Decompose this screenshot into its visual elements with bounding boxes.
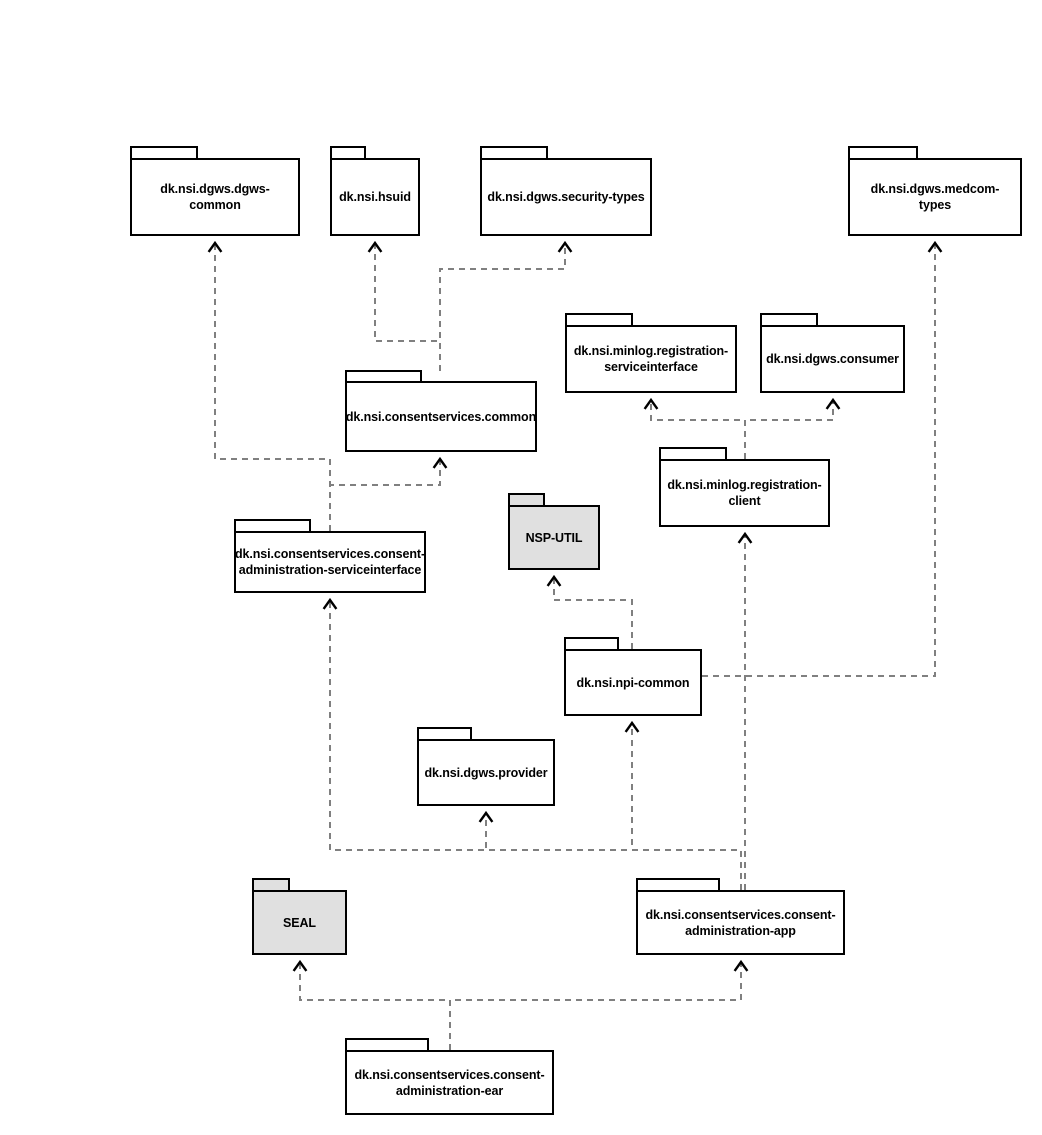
package-label-consent-admin-ear: dk.nsi.consentservices.consent- administ…: [354, 1067, 545, 1098]
package-tab-consent-admin-serviceinterface: [234, 519, 311, 533]
package-body-consentservices-common: dk.nsi.consentservices.common: [345, 381, 537, 452]
dependency-edge-dep-ear-to-seal: [292, 959, 451, 1050]
package-npi-common[interactable]: dk.nsi.npi-common: [564, 637, 702, 716]
dependency-line: [449, 962, 742, 1050]
package-tab-dgws-provider: [417, 727, 472, 741]
package-consentservices-common[interactable]: dk.nsi.consentservices.common: [345, 370, 537, 452]
dependency-arrowhead: [292, 959, 308, 972]
package-label-consentservices-common: dk.nsi.consentservices.common: [345, 409, 537, 424]
package-dgws-consumer[interactable]: dk.nsi.dgws.consumer: [760, 313, 905, 393]
package-label-minlog-serviceinterface: dk.nsi.minlog.registration- serviceinter…: [573, 344, 729, 374]
package-tab-consent-admin-app: [636, 878, 720, 892]
dependency-arrowhead: [478, 810, 494, 823]
package-minlog-serviceinterface[interactable]: dk.nsi.minlog.registration- serviceinter…: [565, 313, 737, 393]
package-body-minlog-client: dk.nsi.minlog.registration- client: [659, 459, 830, 527]
package-minlog-client[interactable]: dk.nsi.minlog.registration- client: [659, 447, 830, 527]
dependency-arrowhead: [927, 240, 943, 253]
package-label-npi-common: dk.nsi.npi-common: [576, 675, 690, 690]
package-label-dgws-provider: dk.nsi.dgws.provider: [424, 765, 548, 780]
package-tab-consent-admin-ear: [345, 1038, 429, 1052]
package-tab-minlog-client: [659, 447, 727, 461]
dependency-line: [631, 723, 742, 890]
package-seal[interactable]: SEAL: [252, 878, 347, 955]
package-label-minlog-client: dk.nsi.minlog.registration- client: [667, 478, 822, 508]
dependency-arrowhead: [737, 531, 753, 544]
dependency-arrowhead: [557, 240, 573, 253]
dependency-line: [214, 243, 331, 531]
package-dgws-common[interactable]: dk.nsi.dgws.dgws-common: [130, 146, 300, 236]
package-label-seal: SEAL: [283, 915, 316, 930]
dependency-arrowhead: [643, 397, 659, 410]
dependency-arrowhead: [432, 456, 448, 469]
package-label-security-types: dk.nsi.dgws.security-types: [487, 190, 645, 204]
package-consent-admin-serviceinterface[interactable]: dk.nsi.consentservices.consent- administ…: [234, 519, 426, 593]
dependency-arrowhead: [733, 959, 749, 972]
dependency-line: [299, 962, 451, 1050]
package-body-consent-admin-ear: dk.nsi.consentservices.consent- administ…: [345, 1050, 554, 1115]
package-tab-dgws-consumer: [760, 313, 818, 327]
package-body-seal: SEAL: [252, 890, 347, 955]
package-tab-minlog-serviceinterface: [565, 313, 633, 327]
dependency-edge-dep-consentcommon-to-security: [439, 240, 573, 371]
package-consent-admin-app[interactable]: dk.nsi.consentservices.consent- administ…: [636, 878, 845, 955]
dependency-arrowhead: [367, 240, 383, 253]
dependency-arrowhead: [207, 240, 223, 253]
package-body-medcom-types: dk.nsi.dgws.medcom-types: [848, 158, 1022, 236]
package-label-consent-admin-app: dk.nsi.consentservices.consent- administ…: [645, 907, 836, 938]
package-security-types[interactable]: dk.nsi.dgws.security-types: [480, 146, 652, 236]
dependency-arrowhead: [825, 397, 841, 410]
package-body-consent-admin-serviceinterface: dk.nsi.consentservices.consent- administ…: [234, 531, 426, 593]
package-body-consent-admin-app: dk.nsi.consentservices.consent- administ…: [636, 890, 845, 955]
package-tab-medcom-types: [848, 146, 918, 160]
package-consent-admin-ear[interactable]: dk.nsi.consentservices.consent- administ…: [345, 1038, 554, 1115]
dependency-edge-dep-app-to-npicommon: [624, 720, 742, 890]
package-tab-security-types: [480, 146, 548, 160]
dependency-edge-dep-ear-to-app: [449, 959, 749, 1050]
dependency-arrowhead: [546, 574, 562, 587]
package-body-nsp-util: NSP-UTIL: [508, 505, 600, 570]
package-nsp-util[interactable]: NSP-UTIL: [508, 493, 600, 570]
package-body-dgws-consumer: dk.nsi.dgws.consumer: [760, 325, 905, 393]
package-label-hsuid: dk.nsi.hsuid: [339, 190, 411, 204]
package-label-nsp-util: NSP-UTIL: [525, 530, 583, 545]
package-tab-dgws-common: [130, 146, 198, 160]
dependency-edge-dep-app-to-minlogclient: [737, 531, 753, 890]
package-body-security-types: dk.nsi.dgws.security-types: [480, 158, 652, 236]
dependency-line: [439, 243, 566, 371]
dependency-edge-dep-consentcommon-to-hsuid: [367, 240, 441, 371]
package-label-dgws-consumer: dk.nsi.dgws.consumer: [766, 352, 899, 366]
package-hsuid[interactable]: dk.nsi.hsuid: [330, 146, 420, 236]
package-body-dgws-common: dk.nsi.dgws.dgws-common: [130, 158, 300, 236]
package-label-dgws-common: dk.nsi.dgws.dgws-common: [160, 182, 270, 212]
package-body-npi-common: dk.nsi.npi-common: [564, 649, 702, 716]
package-tab-seal: [252, 878, 290, 892]
package-tab-npi-common: [564, 637, 619, 651]
dependency-arrowhead: [624, 720, 640, 733]
package-tab-consentservices-common: [345, 370, 422, 383]
package-body-hsuid: dk.nsi.hsuid: [330, 158, 420, 236]
package-label-consent-admin-serviceinterface: dk.nsi.consentservices.consent- administ…: [234, 547, 426, 577]
package-tab-hsuid: [330, 146, 366, 160]
package-dgws-provider[interactable]: dk.nsi.dgws.provider: [417, 727, 555, 806]
dependency-edge-dep-common-to-dgws-common: [207, 240, 331, 531]
package-medcom-types[interactable]: dk.nsi.dgws.medcom-types: [848, 146, 1022, 236]
package-body-dgws-provider: dk.nsi.dgws.provider: [417, 739, 555, 806]
dependency-arrowhead: [322, 597, 338, 610]
package-body-minlog-serviceinterface: dk.nsi.minlog.registration- serviceinter…: [565, 325, 737, 393]
package-label-medcom-types: dk.nsi.dgws.medcom-types: [870, 182, 1000, 212]
dependency-line: [374, 243, 441, 371]
package-tab-nsp-util: [508, 493, 545, 507]
